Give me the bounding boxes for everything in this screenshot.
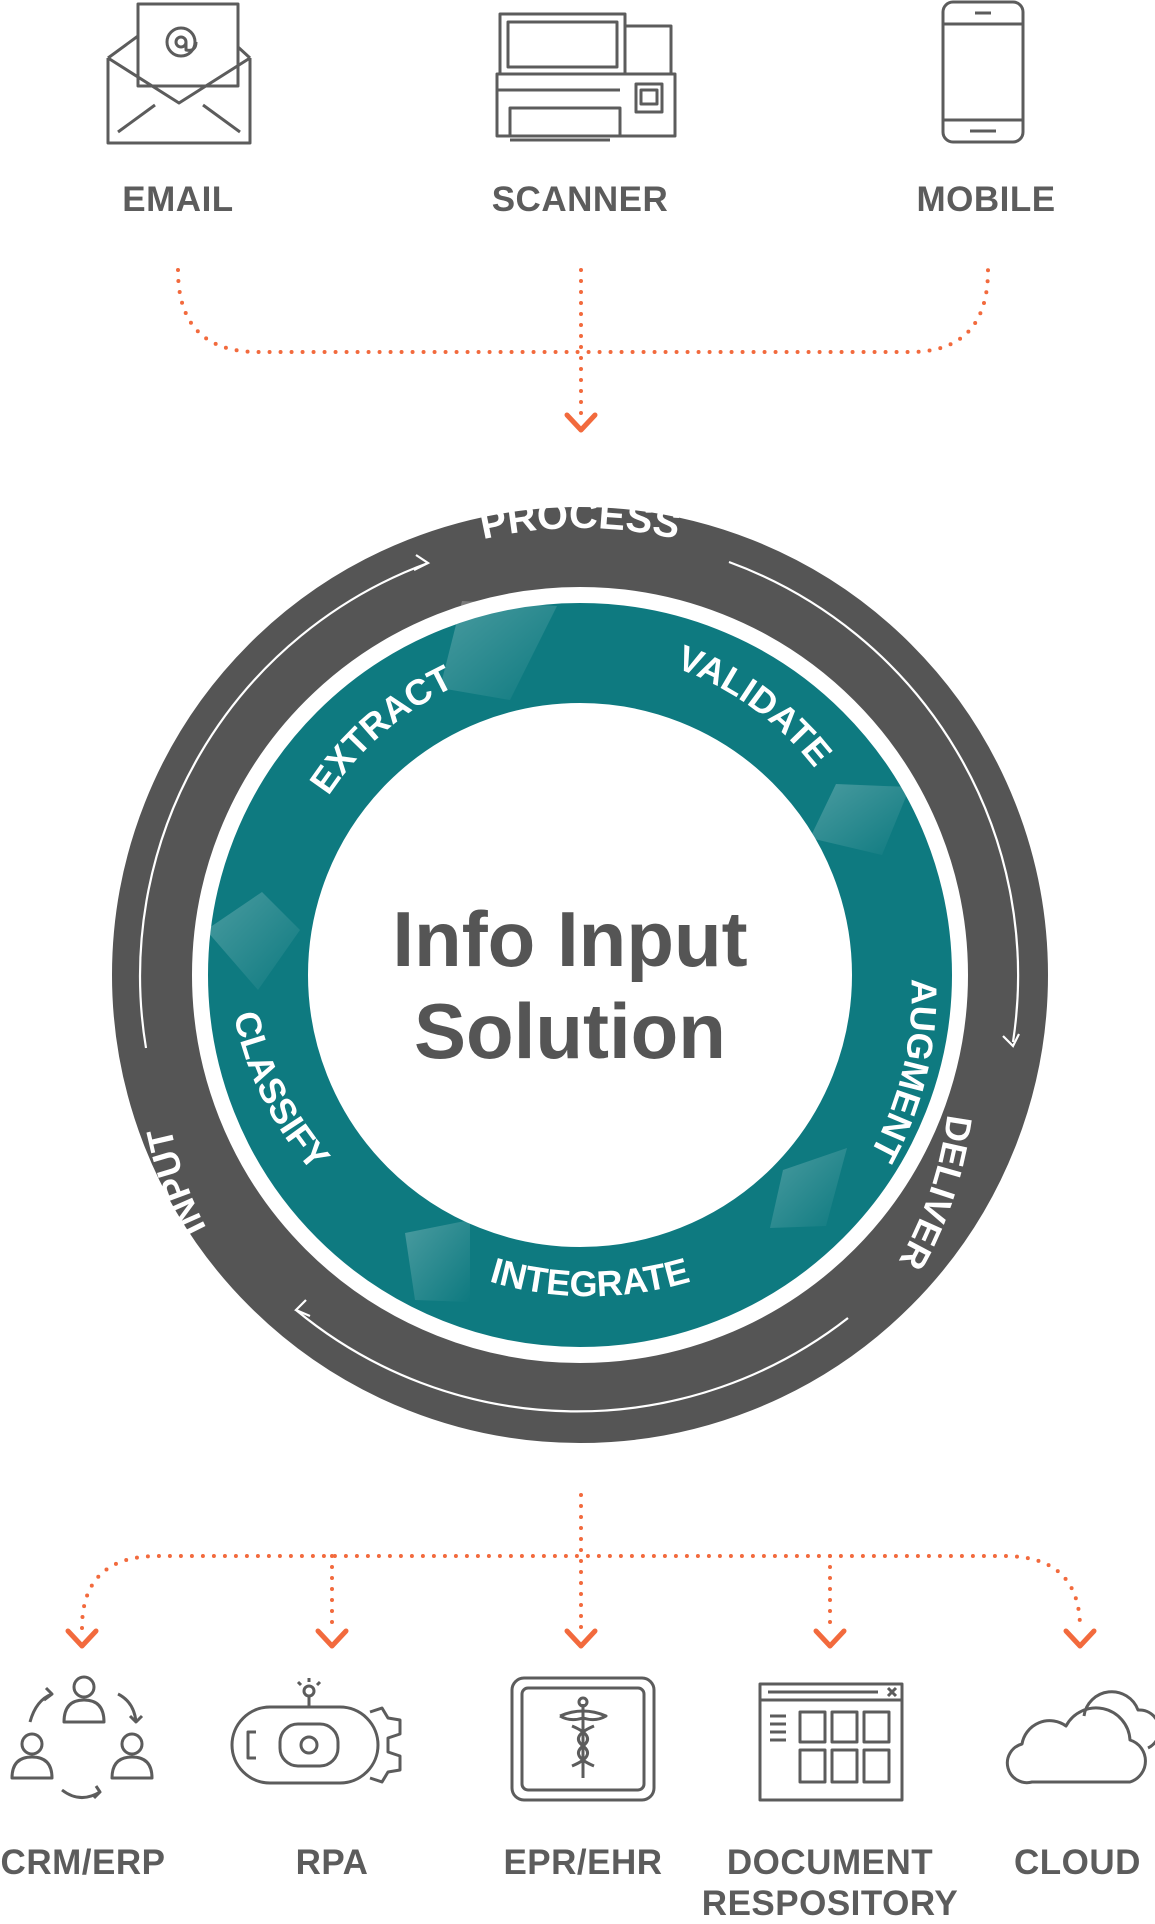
arc-arrow-icon bbox=[1002, 1033, 1020, 1048]
document-grid-icon bbox=[758, 1682, 904, 1802]
email-icon bbox=[106, 2, 252, 145]
output-label-epr-ehr: EPR/EHR bbox=[503, 1843, 663, 1882]
arc-arrow-icon bbox=[413, 554, 431, 571]
center-title-line1: Info Input bbox=[392, 895, 748, 983]
cloud-icon bbox=[1005, 1690, 1155, 1785]
rpa-robot-icon bbox=[230, 1678, 402, 1785]
flow-arc-left bbox=[138, 561, 429, 1049]
output-label-document: DOCUMENT bbox=[726, 1843, 934, 1882]
output-label-crm-erp: CRM/ERP bbox=[0, 1843, 166, 1882]
output-label-repository: RESPOSITORY bbox=[701, 1884, 959, 1923]
crm-erp-icon bbox=[10, 1675, 154, 1800]
arc-arrow-icon bbox=[294, 1299, 311, 1318]
arrow-down-icon bbox=[65, 1628, 99, 1649]
output-label-rpa: RPA bbox=[295, 1843, 369, 1882]
arrow-down-icon bbox=[315, 1628, 349, 1649]
arrow-down-icon bbox=[813, 1628, 847, 1649]
output-connector bbox=[80, 1493, 1082, 1630]
mobile-icon bbox=[941, 0, 1025, 144]
input-label-mobile: MOBILE bbox=[916, 180, 1056, 219]
arrow-down-icon bbox=[564, 412, 598, 433]
input-connector bbox=[176, 268, 990, 420]
output-label-cloud: CLOUD bbox=[1014, 1843, 1141, 1882]
flow-arc-right bbox=[728, 560, 1020, 1043]
medical-caduceus-icon bbox=[510, 1676, 656, 1802]
process-ring: PROCESS DELIVER INPUT EXTRACT VALIDATE A… bbox=[112, 493, 1048, 1443]
flow-arc-bottom bbox=[295, 1309, 849, 1413]
center-title-line2: Solution bbox=[414, 987, 726, 1075]
input-label-scanner: SCANNER bbox=[491, 180, 669, 219]
arrow-down-icon bbox=[564, 1628, 598, 1649]
input-label-email: EMAIL bbox=[122, 180, 234, 219]
arrow-down-icon bbox=[1063, 1628, 1097, 1649]
scanner-icon bbox=[495, 12, 677, 142]
